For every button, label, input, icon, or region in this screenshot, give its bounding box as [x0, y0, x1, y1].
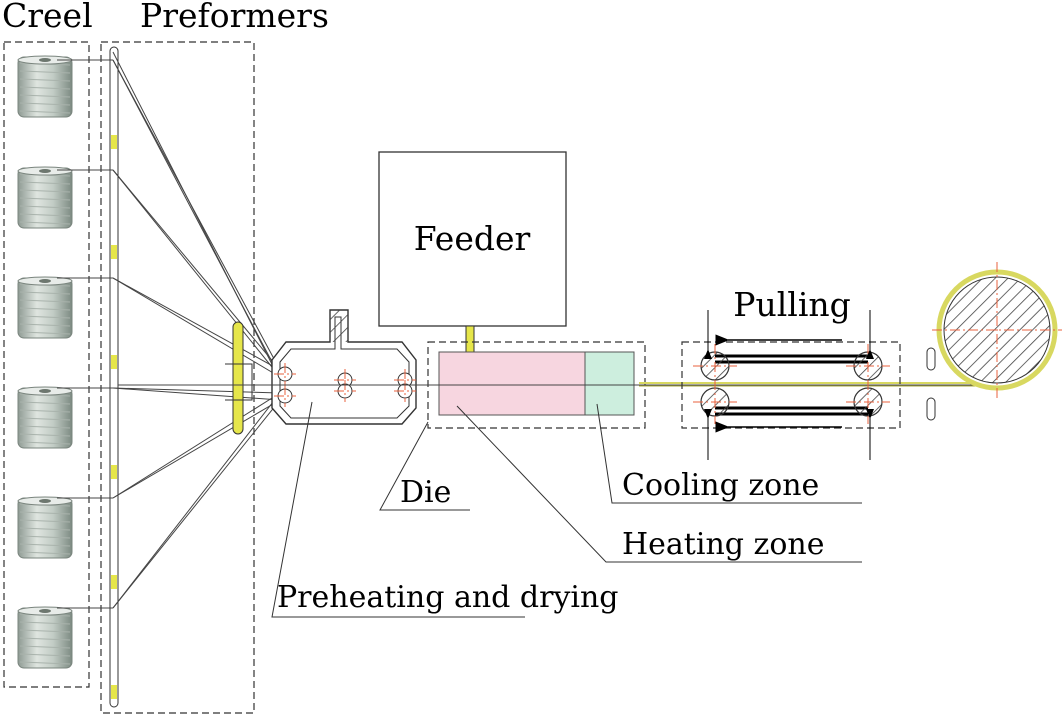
preformer-mark	[111, 355, 117, 369]
pulling-label: Pulling	[733, 285, 851, 324]
preformer-guide-marks	[111, 135, 117, 699]
preformers-label: Preformers	[140, 0, 329, 35]
cooling-zone-callout: Cooling zone	[596, 403, 862, 504]
puller-frame	[681, 341, 901, 429]
cutter-guide-bottom	[926, 397, 936, 421]
oven-chimney	[330, 310, 348, 342]
heating-zone-callout: Heating zone	[456, 405, 862, 563]
feeder-box	[378, 151, 567, 327]
preformer-mark	[111, 465, 117, 479]
heating-zone-block	[438, 351, 586, 416]
creel	[3, 41, 90, 688]
feeder: Feeder	[378, 151, 567, 383]
preheating-label: Preheating and drying	[277, 580, 619, 615]
feeder-label: Feeder	[414, 219, 531, 258]
puller: Pulling	[681, 285, 901, 460]
preheating-oven	[271, 309, 417, 425]
fiber-spool-icon	[17, 496, 73, 559]
die-label: Die	[400, 475, 451, 510]
cooling-zone-label: Cooling zone	[622, 468, 819, 503]
preformers-frame	[100, 41, 255, 714]
preheating-callout: Preheating and drying	[271, 401, 619, 618]
puller-roller-icon	[846, 380, 890, 424]
fiber-spool-icon	[17, 276, 73, 339]
die	[427, 341, 646, 429]
preformers	[57, 41, 281, 714]
converging-plate	[232, 321, 244, 435]
guide-roller-icon	[394, 380, 416, 402]
preformer-mark	[111, 135, 117, 149]
guide-roller-icon	[274, 363, 296, 385]
preformer-mark	[111, 685, 117, 699]
plate-holder	[225, 363, 253, 401]
preformer-mark	[111, 245, 117, 259]
fiber-bundle-lines	[57, 51, 281, 609]
take-up-reel-icon	[932, 262, 1062, 398]
die-callout: Die	[379, 421, 470, 511]
puller-roller-icon	[693, 344, 737, 388]
fiber-spool-icon	[17, 386, 73, 449]
creel-frame	[3, 41, 90, 688]
creel-label: Creel	[2, 0, 93, 35]
fiber-spool-icon	[17, 606, 73, 669]
cooling-zone-block	[584, 351, 635, 416]
cutter-guide-top	[926, 347, 936, 371]
guide-roller-icon	[334, 380, 356, 402]
oven-inner-wall	[279, 316, 410, 419]
preformer-mark	[111, 575, 117, 589]
fiber-spool-icon	[17, 166, 73, 229]
puller-belts	[715, 354, 868, 416]
guide-roller-icon	[274, 385, 296, 407]
puller-roller-icon	[693, 380, 737, 424]
fiber-spool-icon	[17, 55, 73, 118]
heating-zone-label: Heating zone	[622, 527, 824, 562]
preformer-guide-rod	[109, 46, 119, 708]
